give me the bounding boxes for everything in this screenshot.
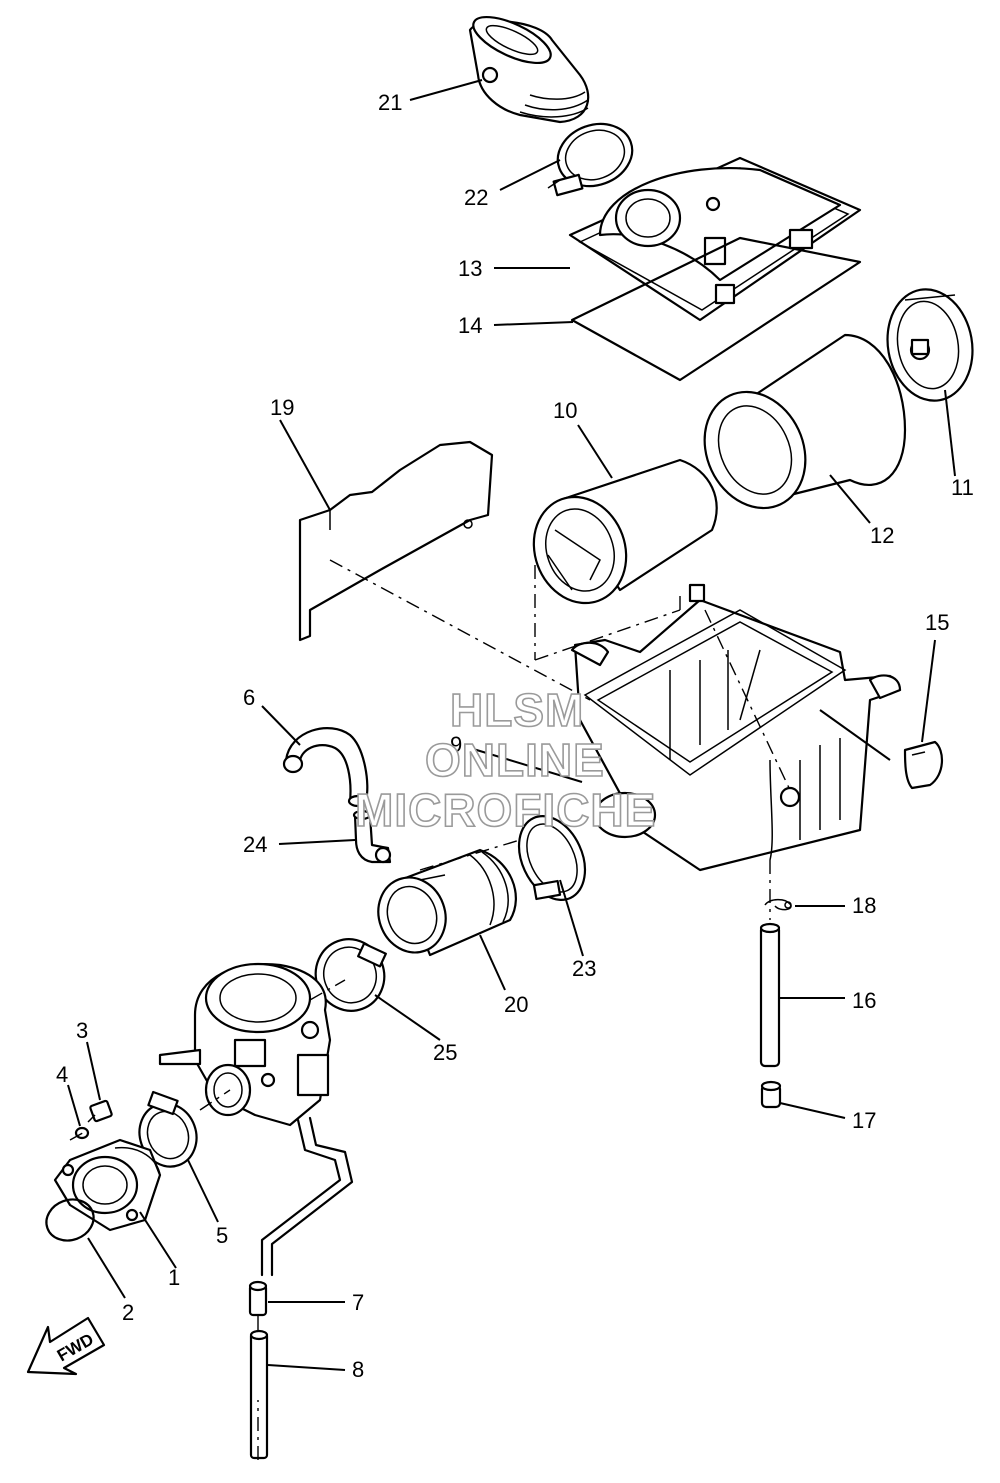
callout-23: 23 (572, 956, 596, 981)
part-11-end-cap (886, 288, 974, 402)
callout-6: 6 (243, 685, 255, 710)
part-22-clamp (547, 122, 634, 197)
callout-1: 1 (168, 1265, 180, 1290)
part-17-plug (760, 1080, 782, 1109)
part-8-drain-hose (249, 1329, 269, 1460)
callout-9: 9 (450, 732, 462, 757)
part-9-air-box (570, 583, 902, 872)
callout-16: 16 (852, 988, 876, 1013)
callout-2: 2 (122, 1300, 134, 1325)
part-13-cover (568, 156, 862, 322)
callouts: 21 22 13 14 10 11 12 19 15 6 9 24 23 20 … (56, 90, 974, 1382)
callout-10: 10 (553, 398, 577, 423)
callout-15: 15 (925, 610, 949, 635)
part-23-clamp (517, 815, 587, 901)
part-19-shroud (298, 440, 494, 642)
part-2-o-ring (45, 1198, 95, 1242)
callout-14: 14 (458, 313, 482, 338)
callout-19: 19 (270, 395, 294, 420)
watermark-line-2: ONLINE (425, 734, 605, 786)
callout-24: 24 (243, 832, 267, 857)
part-7-joint (248, 1280, 268, 1317)
callout-25: 25 (433, 1040, 457, 1065)
part-25-clamp (314, 938, 387, 1012)
part-15-clip (903, 740, 943, 790)
callout-13: 13 (458, 256, 482, 281)
callout-3: 3 (76, 1018, 88, 1043)
part-3-screw (87, 1099, 113, 1123)
callout-18: 18 (852, 893, 876, 918)
part-20-air-box-joint (377, 848, 517, 957)
watermark: HLSM ONLINE MICROFICHE (354, 683, 656, 837)
part-1-manifold (53, 1138, 162, 1232)
part-18-clip (764, 898, 792, 911)
callout-22: 22 (464, 185, 488, 210)
callout-11: 11 (951, 475, 974, 500)
part-14-gasket (570, 236, 862, 382)
carb-drain-tube (260, 1116, 354, 1277)
callout-8: 8 (352, 1357, 364, 1382)
callout-17: 17 (852, 1108, 876, 1133)
part-16-drain-hose (759, 922, 781, 1068)
part-12-outer-filter (703, 333, 907, 510)
watermark-line-1: HLSM (450, 684, 584, 736)
part-24-joint (352, 809, 392, 864)
callout-21: 21 (378, 90, 402, 115)
part-6-breather-hose (282, 727, 369, 808)
part-21-intake-duct (468, 15, 590, 124)
callout-4: 4 (56, 1062, 68, 1087)
part-10-inner-filter (532, 458, 718, 605)
callout-7: 7 (352, 1290, 364, 1315)
callout-20: 20 (504, 992, 528, 1017)
part-5-clamp (138, 1090, 198, 1168)
carburetor (158, 962, 332, 1127)
fwd-arrow: FWD (26, 1316, 106, 1376)
watermark-line-3: MICROFICHE (355, 784, 656, 836)
leader-lines (67, 79, 956, 1371)
callout-12: 12 (870, 523, 894, 548)
callout-5: 5 (216, 1223, 228, 1248)
assembly-lines (69, 559, 791, 1460)
